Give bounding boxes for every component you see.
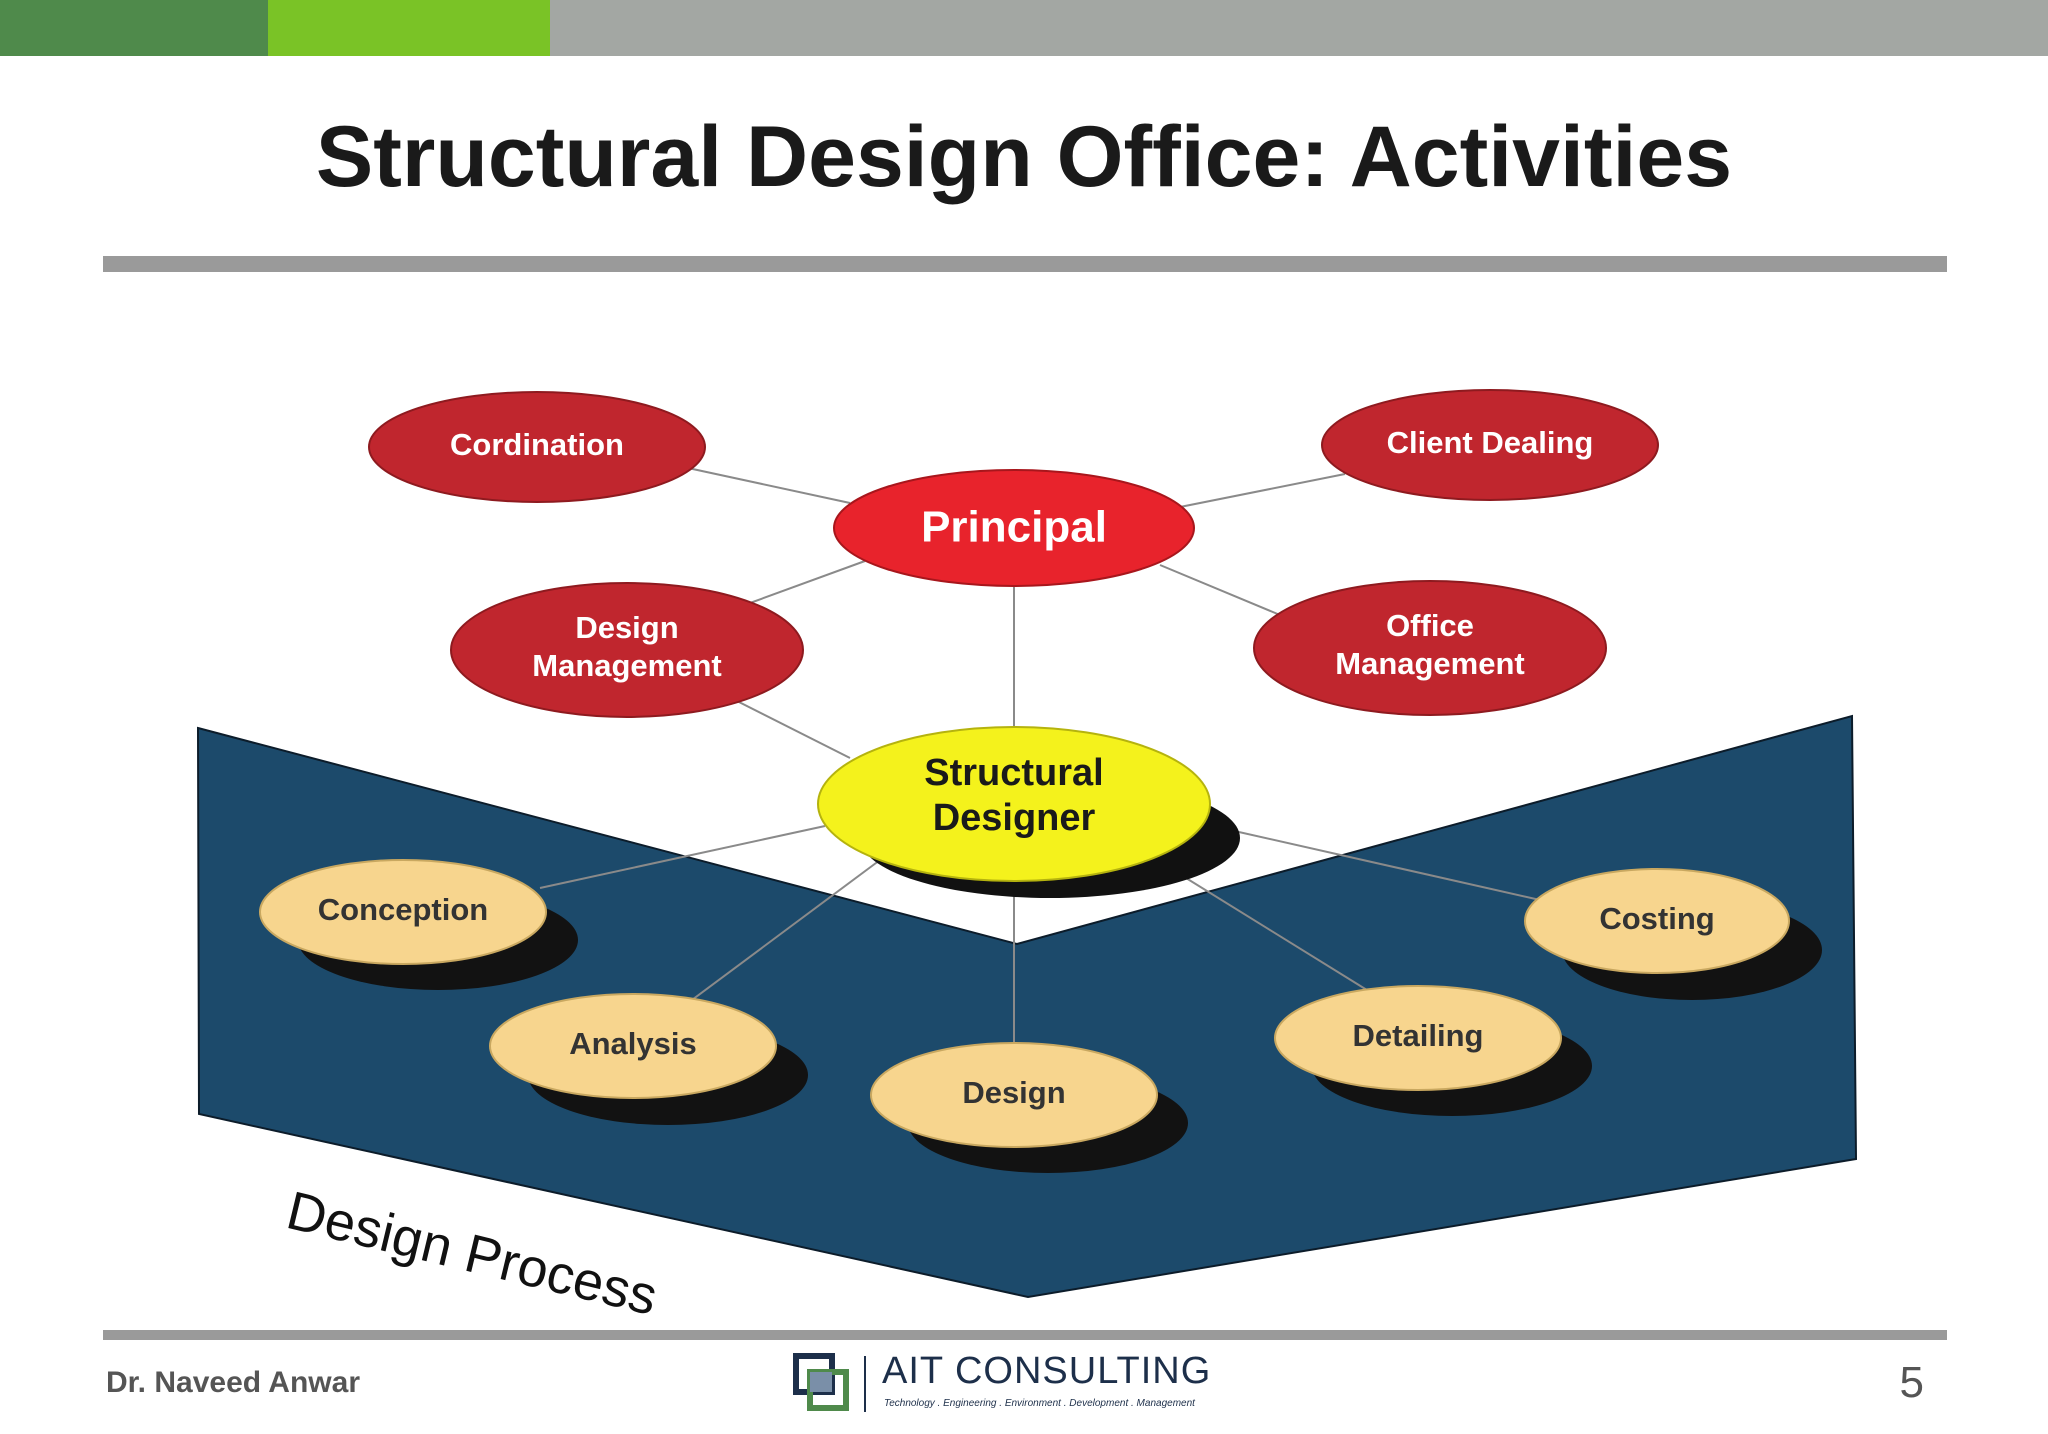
logo-divider: [864, 1356, 866, 1412]
office-management-label-1: Office: [1386, 608, 1474, 643]
node-structural-designer: Structural Designer: [817, 726, 1240, 898]
top-bar-gray: [550, 0, 2048, 56]
node-design-management: Design Management: [450, 582, 804, 718]
logo-name: AIT CONSULTING: [882, 1350, 1212, 1392]
structural-designer-label-1: Structural: [924, 752, 1103, 794]
footer-divider: [103, 1330, 1947, 1340]
costing-label: Costing: [1599, 901, 1714, 936]
node-conception: Conception: [259, 859, 578, 990]
ait-logo-icon: [793, 1353, 849, 1411]
structural-designer-label-2: Designer: [933, 797, 1096, 839]
top-bar-green: [268, 0, 550, 56]
detailing-label: Detailing: [1353, 1018, 1484, 1053]
connector-lines: [539, 467, 1541, 1058]
node-principal: Principal: [833, 469, 1195, 587]
node-design: Design: [870, 1042, 1188, 1173]
cordination-label: Cordination: [450, 427, 624, 462]
office-management-label-2: Management: [1335, 646, 1524, 681]
design-management-label-1: Design: [575, 610, 678, 645]
connector-principal-design-mgmt: [749, 560, 866, 604]
node-costing: Costing: [1524, 868, 1822, 1000]
node-office-management: Office Management: [1253, 580, 1607, 716]
connector-principal-client: [1179, 473, 1346, 508]
page-number: 5: [1899, 1358, 1924, 1407]
client-dealing-label: Client Dealing: [1387, 425, 1594, 460]
connector-designer-analysis: [664, 859, 881, 1021]
design-label: Design: [962, 1075, 1065, 1110]
connector-designer-conception: [539, 825, 826, 889]
top-bar-dark-green: [0, 0, 268, 56]
analysis-label: Analysis: [569, 1026, 697, 1061]
connector-principal-cordination: [687, 467, 851, 504]
node-cordination: Cordination: [368, 391, 706, 503]
logo-tagline: Technology . Engineering . Environment .…: [884, 1398, 1195, 1409]
node-client-dealing: Client Dealing: [1321, 389, 1659, 501]
principal-label: Principal: [921, 503, 1107, 552]
node-analysis: Analysis: [489, 993, 808, 1125]
node-detailing: Detailing: [1274, 985, 1592, 1116]
connector-designer-design-mgmt: [734, 699, 851, 759]
ait-consulting-logo: AIT CONSULTING Technology . Engineering …: [792, 1350, 1224, 1418]
connector-designer-detailing: [1164, 864, 1376, 996]
connector-designer-costing: [1229, 829, 1541, 901]
conception-label: Conception: [318, 892, 489, 927]
title-divider: [103, 256, 1947, 272]
design-process-panel: [196, 714, 1858, 1299]
connector-principal-office-mgmt: [1159, 564, 1281, 616]
slide-title: Structural Design Office: Activities: [315, 109, 1733, 205]
design-management-label-2: Management: [532, 648, 721, 683]
author-name: Dr. Naveed Anwar: [106, 1366, 360, 1399]
